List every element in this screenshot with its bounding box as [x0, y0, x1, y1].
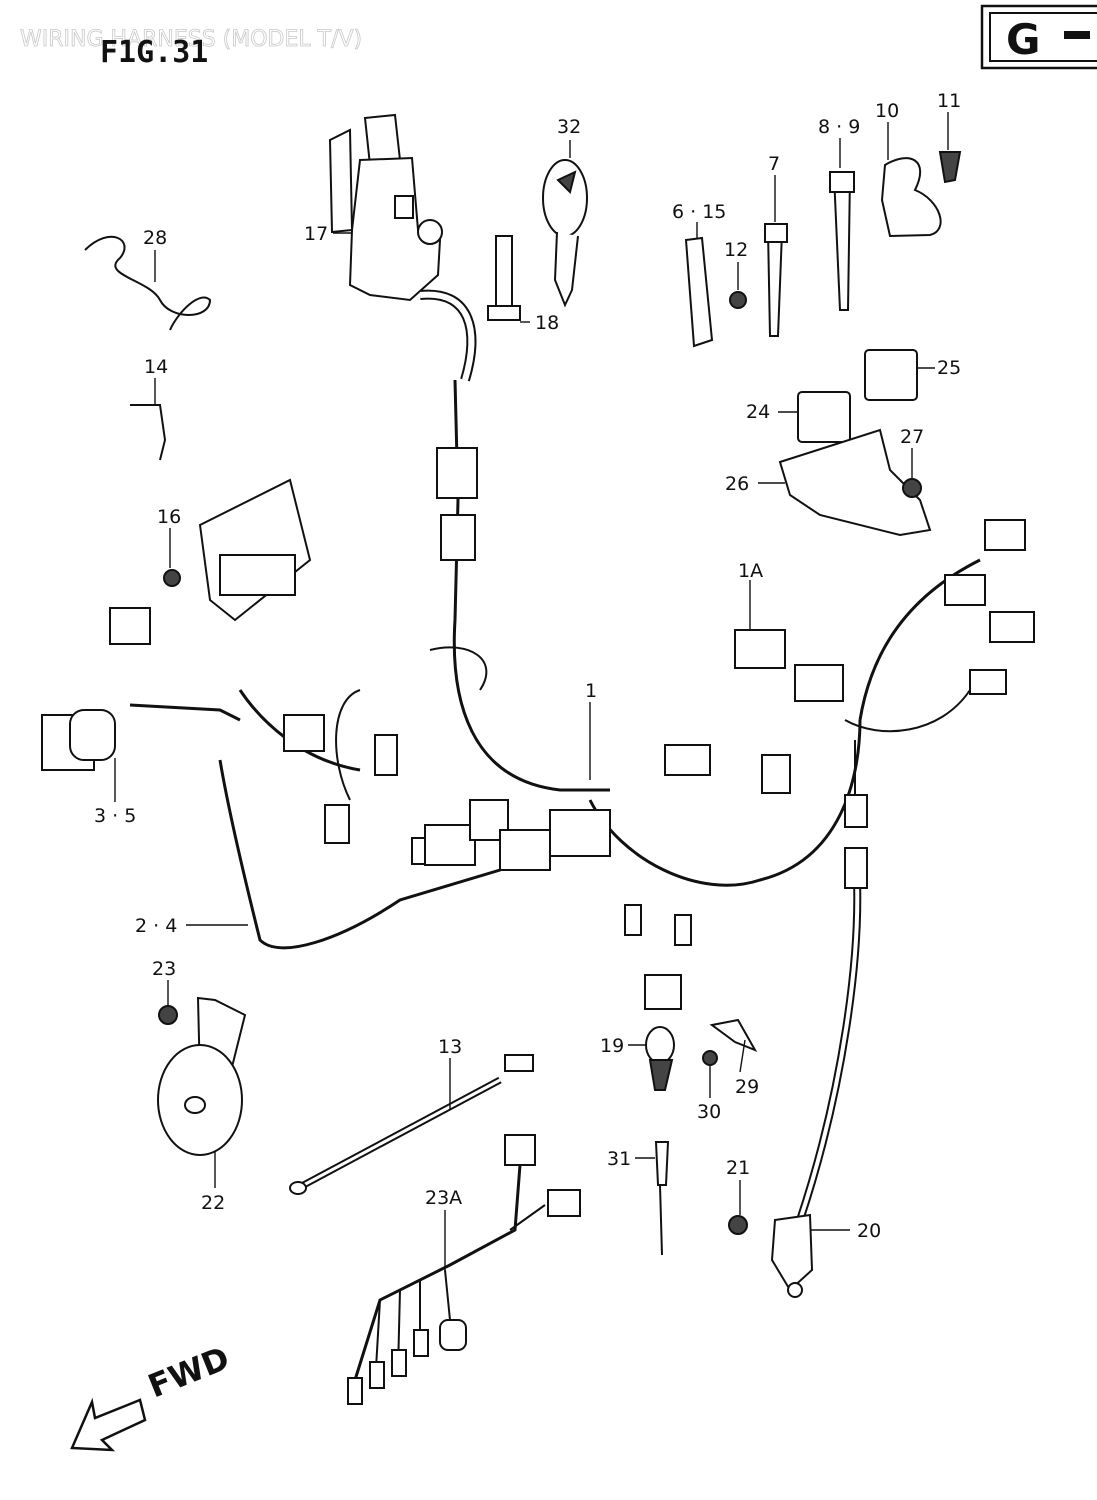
figure-number: F1G.31 — [100, 35, 208, 70]
callout-labels: 32 8 · 9 10 11 7 6 · 15 12 28 17 18 14 2… — [94, 90, 961, 1242]
callout-32: 32 — [557, 116, 581, 138]
callout-18: 18 — [535, 312, 559, 334]
screw-30 — [702, 1050, 718, 1066]
tie-8-9 — [832, 174, 852, 311]
svg-text:G: G — [1006, 15, 1040, 64]
ignition-key — [542, 159, 588, 308]
bolt-27 — [902, 478, 922, 498]
sub-harness-23A — [347, 1134, 581, 1405]
callout-11: 11 — [937, 90, 961, 112]
callout-2-4: 2 · 4 — [135, 915, 177, 937]
screw-23 — [158, 1005, 178, 1025]
callout-16: 16 — [157, 506, 181, 528]
bolt-21 — [728, 1215, 748, 1235]
callout-28: 28 — [143, 227, 167, 249]
module-1A — [734, 629, 786, 669]
screw-16 — [163, 569, 181, 587]
callout-30: 30 — [697, 1101, 721, 1123]
callout-17: 17 — [304, 223, 328, 245]
callout-20: 20 — [857, 1220, 881, 1242]
callout-19: 19 — [600, 1035, 624, 1057]
spring-31 — [654, 1141, 670, 1256]
callout-1: 1 — [585, 680, 597, 702]
callout-21: 21 — [726, 1157, 750, 1179]
callout-10: 10 — [875, 100, 899, 122]
callout-8-9: 8 · 9 — [818, 116, 860, 138]
fuse-box-16 — [198, 478, 312, 622]
spring-28 — [84, 235, 212, 331]
callout-12: 12 — [724, 239, 748, 261]
callout-24: 24 — [746, 401, 770, 423]
callout-7: 7 — [768, 153, 780, 175]
callout-25: 25 — [937, 357, 961, 379]
faint-title: WIRING HARNESS (MODEL T/V) — [20, 27, 362, 52]
callout-13: 13 — [438, 1036, 462, 1058]
callout-23: 23 — [152, 958, 176, 980]
clip-11 — [938, 151, 962, 184]
callout-23A: 23A — [425, 1187, 462, 1209]
callout-leaders — [114, 112, 949, 1270]
callout-14: 14 — [144, 356, 168, 378]
band-6-15 — [684, 236, 714, 348]
forward-direction-indicator: FWD — [70, 1339, 235, 1452]
switch-19 — [645, 1026, 675, 1064]
main-harness-1 — [129, 379, 981, 950]
bracket-26 — [778, 428, 932, 537]
callout-27: 27 — [900, 426, 924, 448]
bracket-29 — [709, 1018, 758, 1052]
callout-29: 29 — [735, 1076, 759, 1098]
relay-24 — [797, 391, 851, 443]
callout-3-5: 3 · 5 — [94, 805, 136, 827]
section-tab: G — [980, 4, 1097, 70]
callout-22: 22 — [201, 1192, 225, 1214]
sensor-20 — [770, 1213, 814, 1292]
tie-7 — [766, 228, 784, 337]
svg-text:FWD: FWD — [143, 1339, 235, 1406]
callout-6-15: 6 · 15 — [672, 201, 726, 223]
clip-14 — [130, 404, 167, 461]
callout-26: 26 — [725, 473, 749, 495]
clamp-10 — [880, 157, 942, 238]
callout-31: 31 — [607, 1148, 631, 1170]
callout-1A: 1A — [738, 560, 763, 582]
screw-12 — [729, 291, 747, 309]
ignition-switch — [328, 113, 443, 302]
relay-25 — [864, 349, 918, 401]
bolt-18 — [487, 235, 521, 321]
sensor-connector-20 — [844, 847, 868, 889]
harness-connectors — [41, 447, 1035, 1010]
